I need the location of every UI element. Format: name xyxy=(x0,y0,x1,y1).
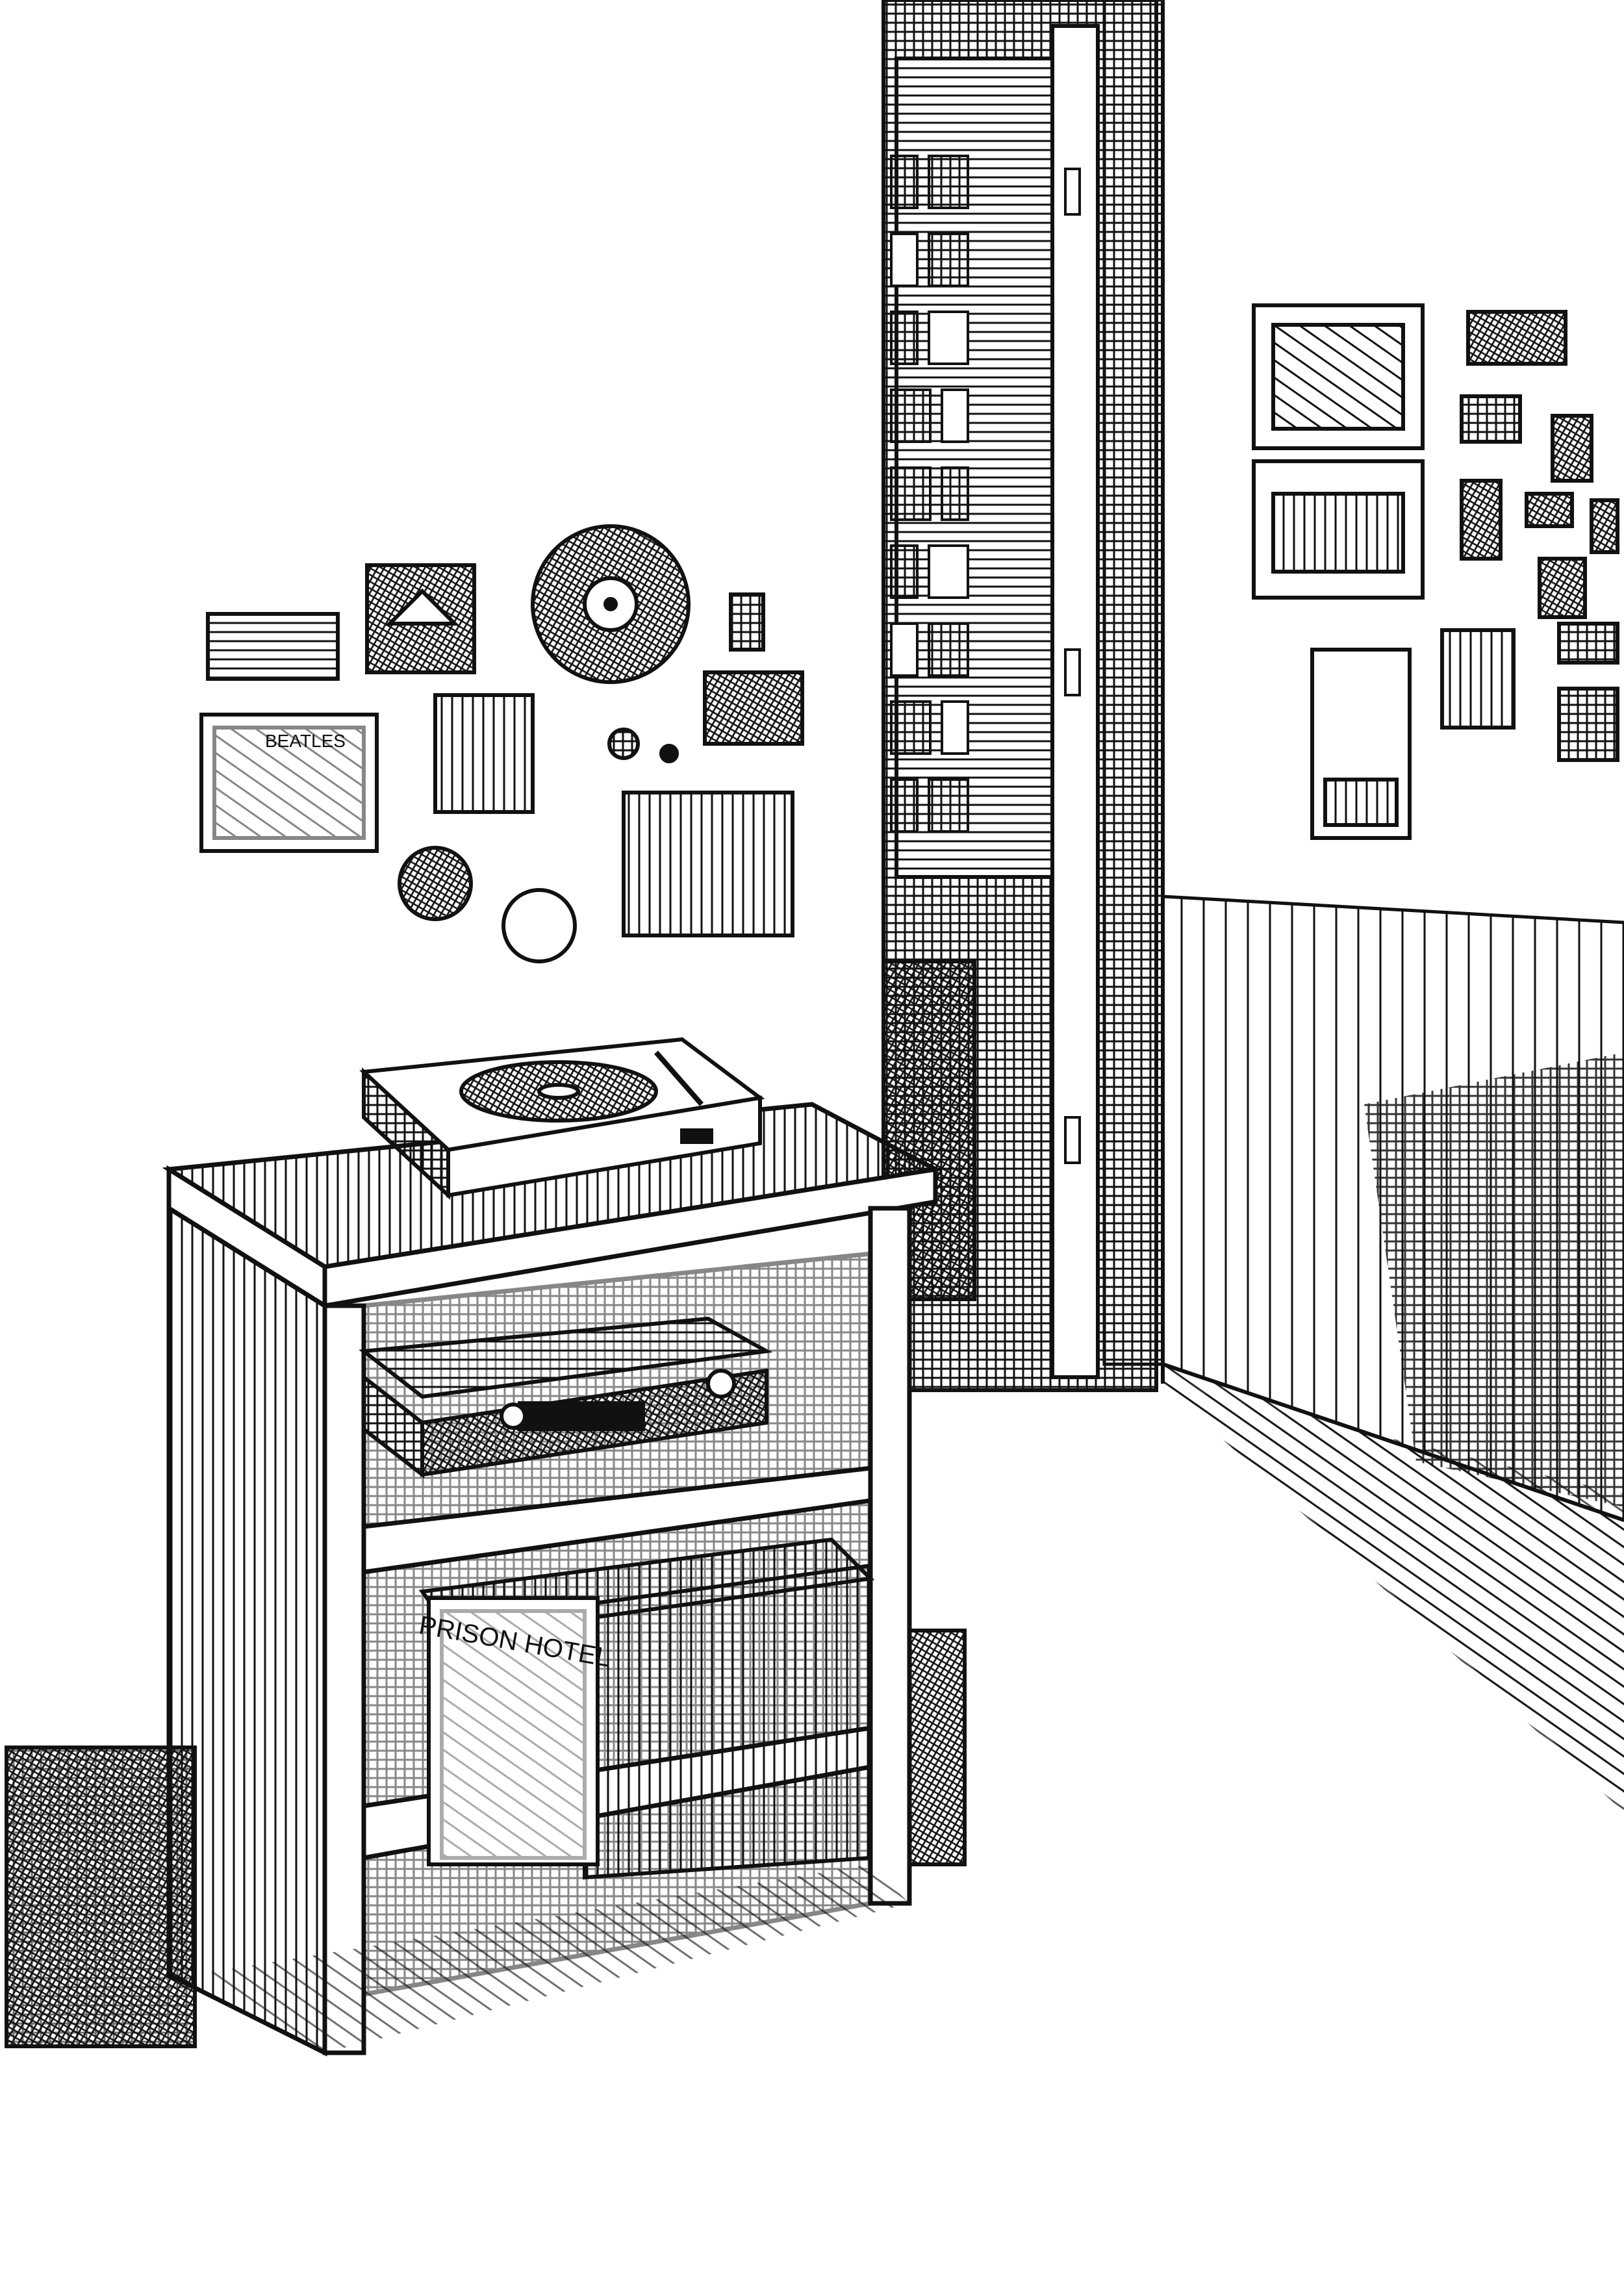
record-collection: PRISON HOTEL xyxy=(417,1537,875,1880)
speaker-left xyxy=(5,1746,197,2048)
amplifier xyxy=(359,1316,773,1479)
poster-beatles: BEATLES xyxy=(212,726,366,840)
floor xyxy=(1163,1384,1624,1812)
poster-beatles-text: BEATLES xyxy=(265,731,346,751)
right-wall-frames xyxy=(1252,303,1619,840)
album-prison-hotel: PRISON HOTEL xyxy=(417,1609,613,1860)
cupboard-shelf-frames xyxy=(890,155,969,833)
tall-cupboard xyxy=(882,0,1165,1392)
speaker-right xyxy=(904,1629,967,1866)
cabinet-shadow xyxy=(195,1864,909,2053)
wall-collage: BEATLES xyxy=(199,524,804,963)
turntable xyxy=(359,1037,765,1200)
